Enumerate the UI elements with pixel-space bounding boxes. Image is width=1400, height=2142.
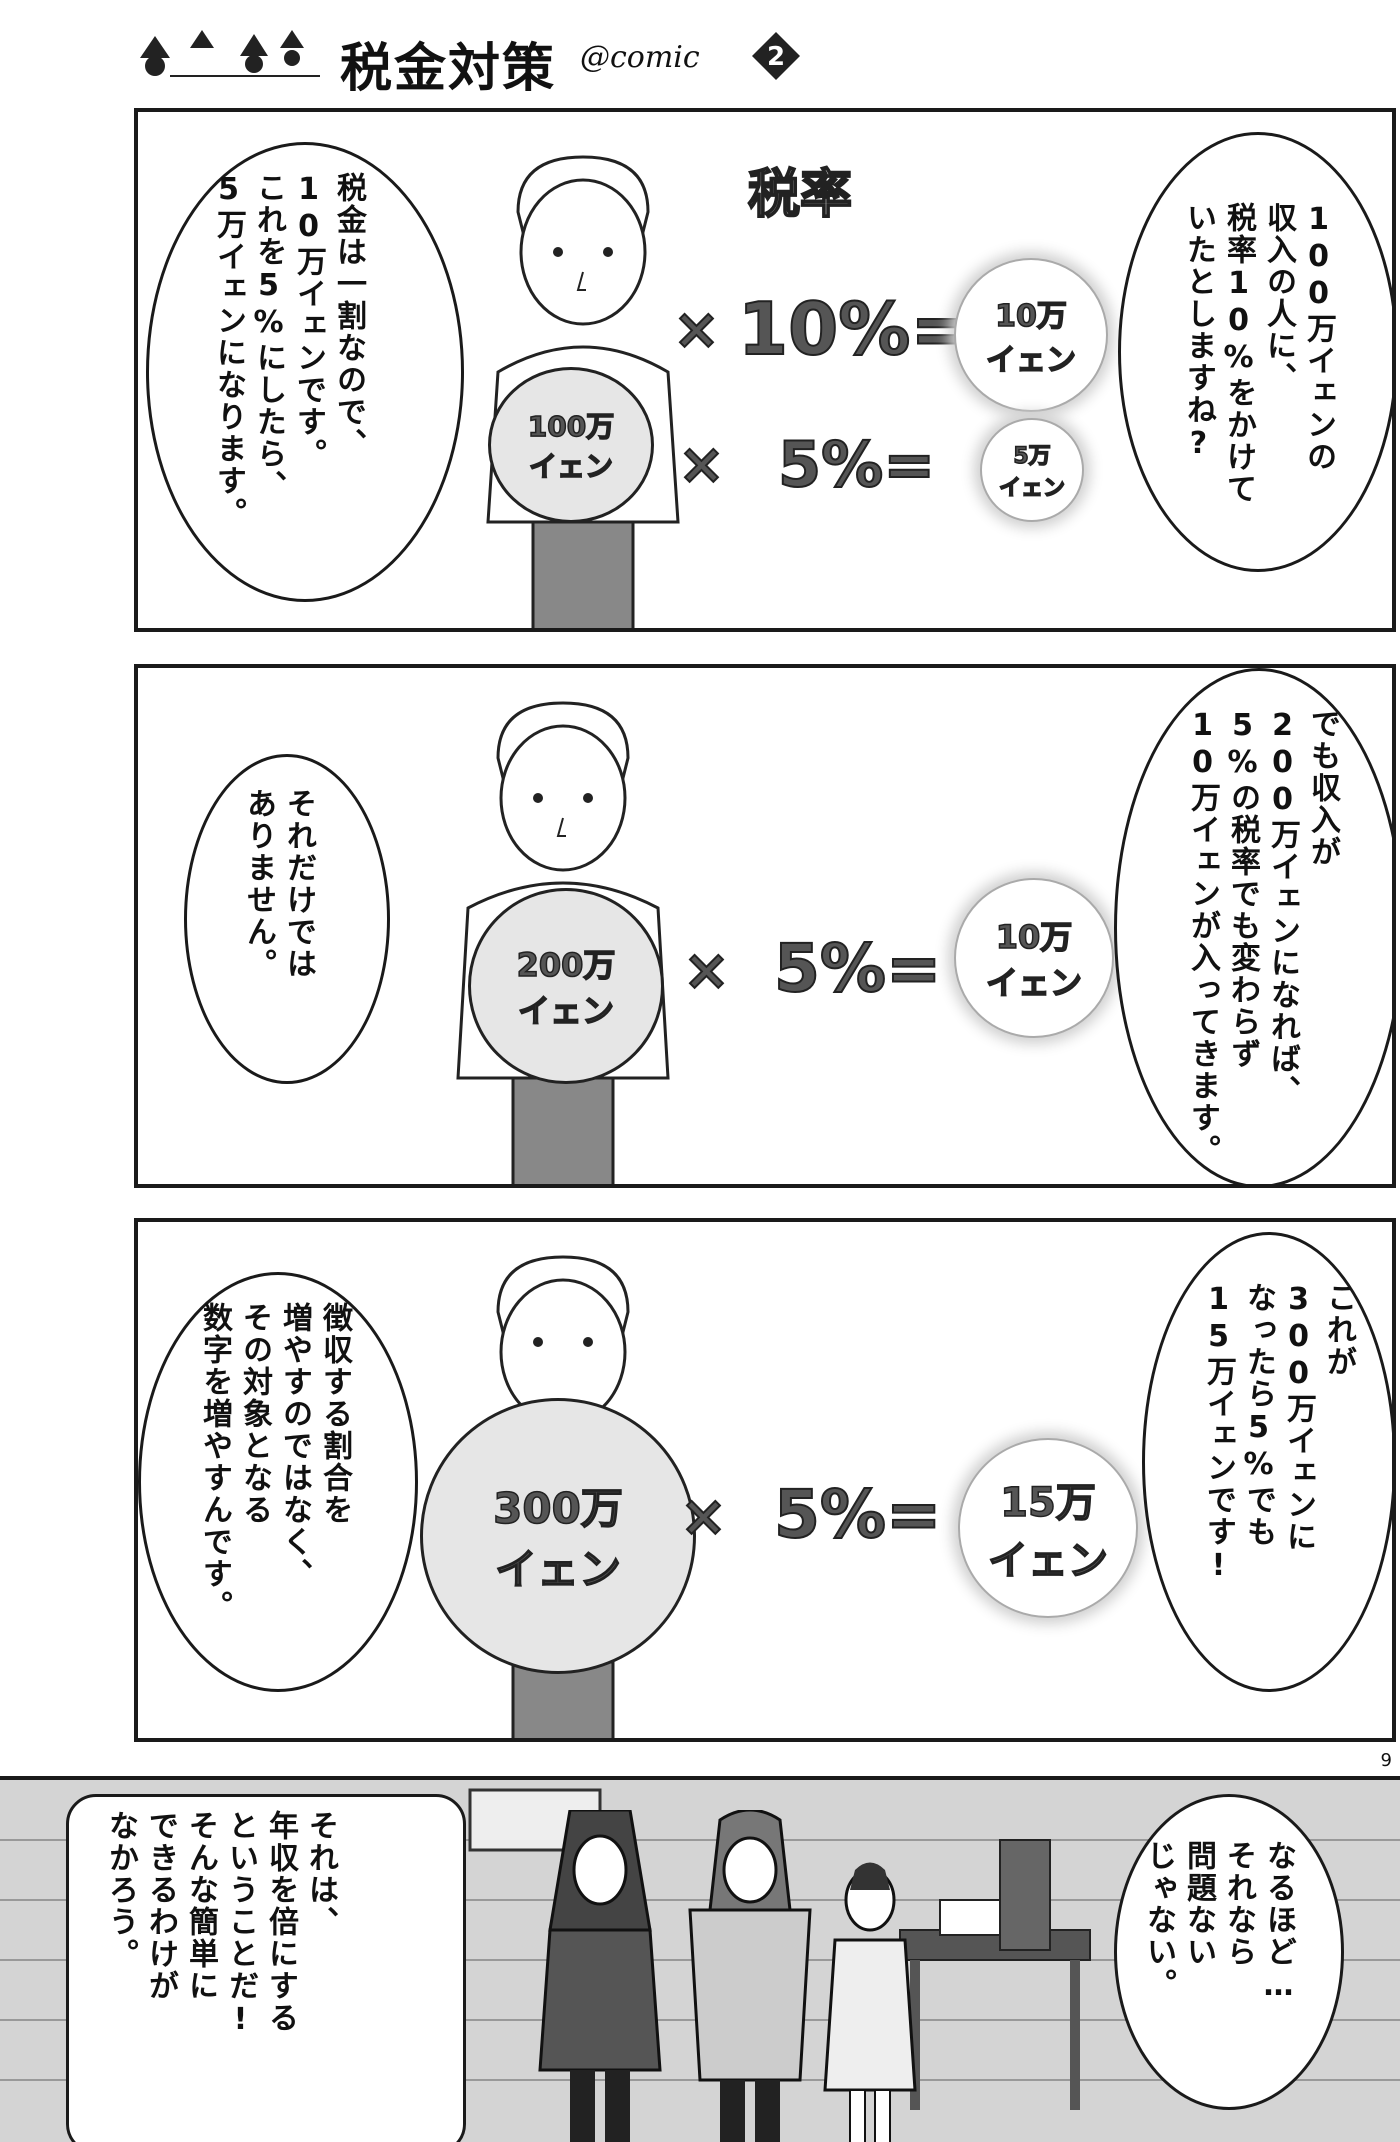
comic-suffix: @comic — [580, 40, 700, 75]
panel-1: 税金は一割なので、 10万イェンです。 これを5%にしたら、 5万イェンになりま… — [134, 108, 1396, 632]
logo-art — [140, 30, 320, 77]
speech-bubble-right — [1114, 668, 1392, 1184]
coin-result-15man: 15万 イェン — [958, 1438, 1138, 1618]
speech-bubble-left — [184, 754, 390, 1084]
money-bag: 200万 イェン — [468, 888, 664, 1084]
coin-result-10man: 10万 イェン — [954, 878, 1114, 1038]
tax-rate-5: 5%= — [773, 929, 942, 1008]
speech-text-right: 100万イェンの 収入の人に、 税率10%をかけて いたとしますね? — [1181, 202, 1336, 505]
speech-bubble-left — [138, 1272, 418, 1692]
speech-text-left: 徴収する割合を 増やすのではなく、 その対象となる 数字を増やすんです。 — [197, 1302, 352, 1622]
character-left-dark-hair — [538, 1810, 662, 2142]
panel-3: 徴収する割合を 増やすのではなく、 その対象となる 数字を増やすんです。 300… — [134, 1218, 1396, 1742]
page-number: 9 — [1380, 1750, 1392, 1771]
money-bag: 300万 イェン — [420, 1398, 696, 1674]
series-title: 税金対策 — [340, 38, 557, 99]
tax-rate-label: 税率 — [747, 164, 853, 226]
comic-header: 税金対策 @comic 2 — [130, 18, 830, 99]
multiply-sign: × — [682, 937, 731, 1004]
multiply-sign: × — [677, 431, 726, 498]
tax-rate-10: 10%= — [737, 286, 972, 372]
panel-4: それは、 年収を倍にする ということだ! そんな簡単に できるわけが なかろう。… — [0, 1776, 1400, 2142]
speech-bubble-right — [1114, 1794, 1344, 2110]
multiply-sign: × — [672, 296, 721, 363]
coin-result-5man: 5万 イェン — [980, 418, 1084, 522]
speech-bubble-left — [146, 142, 464, 602]
speech-bubble-left — [66, 1794, 466, 2142]
panel-2: それだけでは ありません。 200万 イェン × 5%= 10万 イェン でも収… — [134, 664, 1396, 1188]
money-bag: 100万 イェン — [488, 367, 654, 523]
tax-rate-5: 5%= — [777, 427, 936, 502]
coin-result-10man: 10万 イェン — [954, 258, 1108, 412]
speech-text-left: それは、 年収を倍にする ということだ! そんな簡単に できるわけが なかろう。 — [103, 1810, 338, 2039]
speech-bubble-right — [1142, 1232, 1392, 1692]
tax-rate-5: 5%= — [773, 1475, 942, 1554]
speech-bubble-right — [1118, 132, 1392, 572]
speech-text-left: それだけでは ありません。 — [241, 788, 316, 980]
speech-text-right: これが 300万イェンに なったら5%でも 15万イェンです! — [1201, 1282, 1356, 1585]
volume-badge: 2 — [752, 32, 800, 80]
character-center-armored — [688, 1810, 812, 2142]
speech-text-right: なるほど… それなら 問題ない じゃない。 — [1141, 1840, 1296, 2005]
multiply-sign: × — [679, 1483, 728, 1550]
speech-text-left: 税金は一割なので、 10万イェンです。 これを5%にしたら、 5万イェンになりま… — [211, 172, 366, 529]
man-figure — [496, 1255, 630, 1738]
character-right-child — [823, 1862, 917, 2142]
speech-text-right: でも収入が 200万イェンになれば、 5%の税率でも変わらず 10万イェンが入っ… — [1185, 708, 1340, 1166]
volume-number: 2 — [767, 42, 785, 72]
